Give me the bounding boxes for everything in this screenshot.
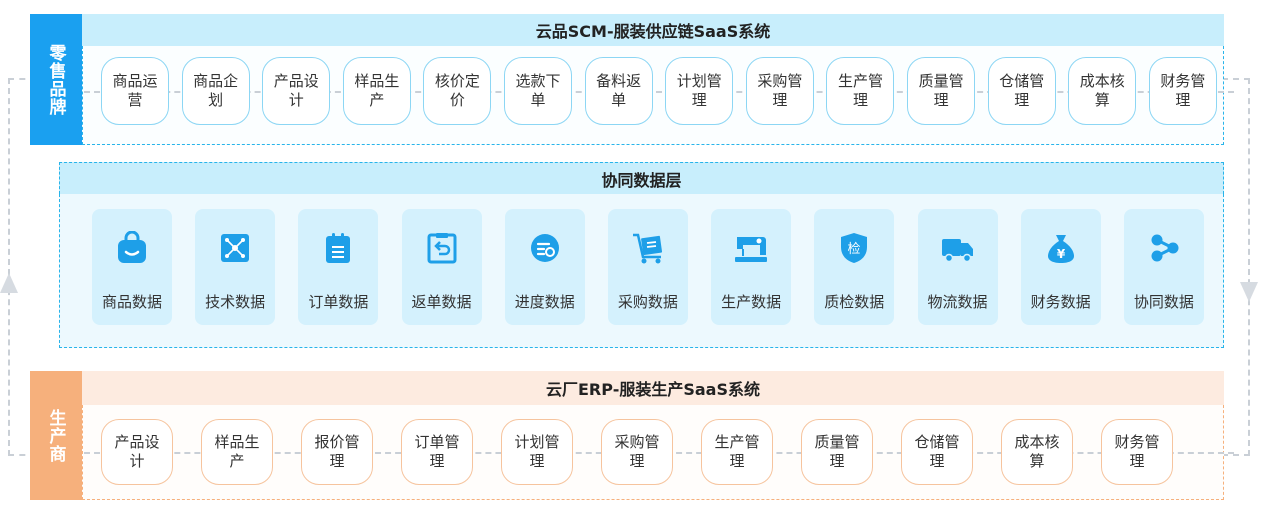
scm-module-pill: 样品生产: [342, 57, 411, 125]
data-card-label: 协同数据: [1133, 293, 1194, 311]
data-card: 商品数据: [92, 209, 172, 325]
loop-right-connector: [1222, 78, 1250, 456]
scm-system-title: 云品SCM-服装供应链SaaS系统: [82, 14, 1224, 46]
scm-module-row: 商品运营商品企划产品设计样品生产核价定价选款下单备料返单计划管理采购管理生产管理…: [101, 57, 1217, 125]
data-card-label: 进度数据: [514, 293, 575, 311]
data-card: 采购数据: [607, 209, 688, 325]
data-card-label: 财务数据: [1030, 293, 1091, 311]
erp-system-title: 云厂ERP-服装生产SaaS系统: [82, 371, 1224, 405]
scm-module-pill: 备料返单: [584, 57, 653, 125]
erp-module-pill: 质量管理: [801, 419, 873, 485]
cart-icon: [631, 231, 665, 269]
share-icon: [1147, 231, 1181, 269]
scm-module-pill: 生产管理: [826, 57, 895, 125]
erp-module-pill: 报价管理: [301, 419, 373, 485]
erp-module-pill: 仓储管理: [901, 419, 973, 485]
svg-text:¥: ¥: [1057, 247, 1066, 261]
truck-icon: [941, 231, 975, 269]
scm-module-pill: 产品设计: [262, 57, 331, 125]
data-card-label: 技术数据: [205, 293, 266, 311]
scm-module-pill: 商品企划: [181, 57, 250, 125]
shopping-bag-icon: [115, 230, 149, 269]
erp-module-pill: 样品生产: [201, 419, 273, 485]
scm-module-pill: 采购管理: [745, 57, 814, 125]
scm-module-pill: 计划管理: [665, 57, 734, 125]
data-card: 生产数据: [711, 209, 792, 325]
scm-flow-line: [84, 91, 1234, 93]
data-card: ¥ 财务数据: [1020, 209, 1101, 325]
erp-module-pill: 生产管理: [701, 419, 773, 485]
data-card-label: 物流数据: [927, 293, 988, 311]
scm-module-pill: 核价定价: [423, 57, 492, 125]
erp-module-pill: 成本核算: [1001, 419, 1073, 485]
return-document-icon: [425, 231, 459, 269]
scm-module-pill: 财务管理: [1148, 57, 1217, 125]
erp-module-pill: 财务管理: [1101, 419, 1173, 485]
data-card: 检质检数据: [814, 209, 895, 325]
data-card: 返单数据: [401, 209, 482, 325]
down-arrow-icon: [1240, 282, 1258, 302]
data-card-label: 返单数据: [411, 293, 472, 311]
erp-module-pill: 产品设计: [101, 419, 173, 485]
erp-module-pill: 订单管理: [401, 419, 473, 485]
clipboard-icon: [321, 231, 355, 269]
scm-module-pill: 成本核算: [1068, 57, 1137, 125]
data-card: 订单数据: [298, 209, 379, 325]
scm-module-pill: 商品运营: [101, 57, 169, 125]
data-layer-title: 协同数据层: [59, 162, 1224, 194]
data-card-label: 生产数据: [721, 293, 782, 311]
erp-module-pill: 计划管理: [501, 419, 573, 485]
manufacturer-label: 生产商: [30, 371, 82, 500]
scm-module-pill: 仓储管理: [987, 57, 1056, 125]
up-arrow-icon: [0, 273, 18, 293]
scm-module-pill: 选款下单: [504, 57, 573, 125]
inspection-shield-icon: 检: [837, 231, 871, 269]
data-card: 技术数据: [195, 209, 276, 325]
network-icon: [218, 231, 252, 269]
data-card-label: 采购数据: [617, 293, 678, 311]
erp-module-row: 产品设计样品生产报价管理订单管理计划管理采购管理生产管理质量管理仓储管理成本核算…: [101, 419, 1173, 485]
erp-module-pill: 采购管理: [601, 419, 673, 485]
scm-module-pill: 质量管理: [907, 57, 976, 125]
retail-brand-label: 零售品牌: [30, 14, 82, 145]
data-card-label: 质检数据: [824, 293, 885, 311]
data-card: 进度数据: [504, 209, 585, 325]
data-card-label: 订单数据: [308, 293, 369, 311]
data-layer-row: 商品数据技术数据订单数据返单数据进度数据采购数据生产数据检质检数据物流数据¥财务…: [92, 209, 1204, 325]
sewing-machine-icon: [734, 231, 768, 269]
loop-left-connector: [8, 78, 48, 456]
svg-text:检: 检: [848, 242, 861, 257]
data-card: 物流数据: [917, 209, 998, 325]
data-card-label: 商品数据: [101, 293, 162, 311]
data-card: 协同数据: [1123, 209, 1204, 325]
progress-icon: [528, 231, 562, 269]
money-bag-icon: ¥: [1044, 231, 1078, 269]
